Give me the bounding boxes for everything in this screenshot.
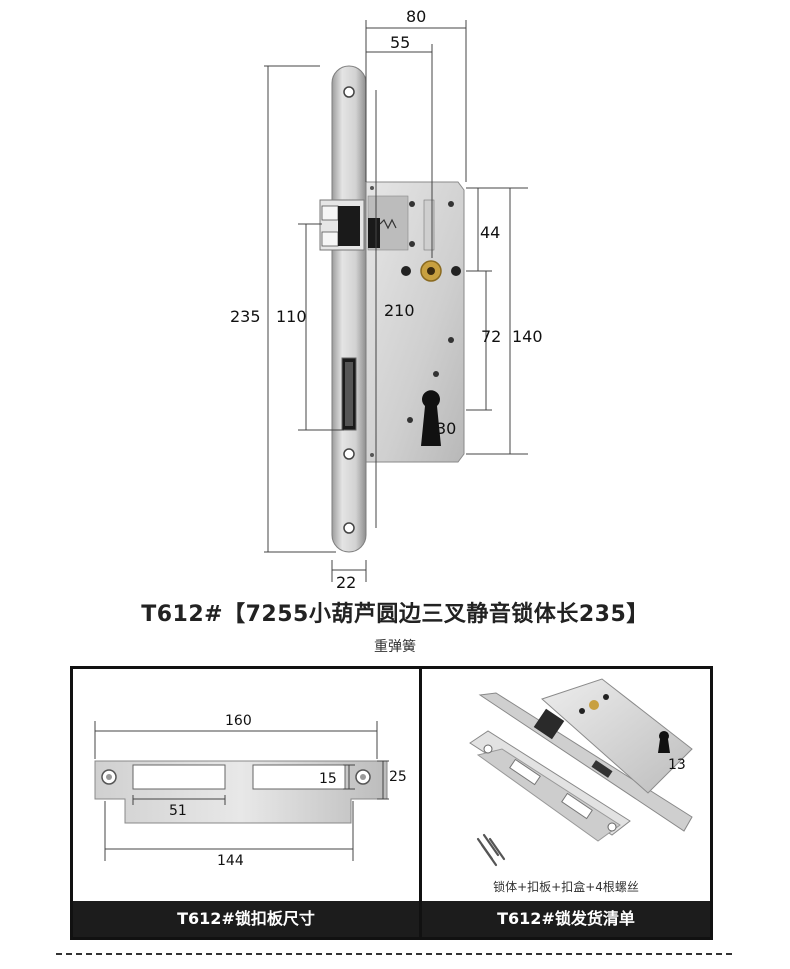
lock-faceplate	[331, 65, 367, 553]
dashed-divider	[56, 953, 732, 955]
package-contents-photo: 13	[469, 678, 693, 867]
package-dim-13: 13	[668, 757, 686, 773]
package-contents-caption: T612#锁发货清单	[422, 901, 710, 937]
package-contents-panel: 13 锁体+扣板+扣盒+4根螺丝 T612#锁发货清单	[419, 666, 713, 940]
dim-top-section: 44	[480, 223, 500, 242]
dimension-lines	[264, 20, 528, 582]
strike-plate	[94, 760, 388, 824]
screws-item	[476, 833, 506, 867]
dim-case-width: 55	[390, 33, 410, 52]
dim-faceplate-length: 235	[230, 307, 261, 326]
lock-body-item	[478, 678, 693, 832]
dim-center-distance: 72	[481, 327, 501, 346]
strike-dim-opening-length: 51	[169, 803, 187, 819]
dimension-labels: 80 55 44 235 110 210 72 140 30 22	[230, 7, 543, 592]
strike-dim-opening-height: 15	[319, 771, 337, 787]
strike-plate-panel: 160 15 25 51 144 T612#锁扣板尺寸	[70, 666, 422, 940]
strike-dim-length-bottom: 144	[217, 853, 244, 869]
strike-plate-item	[469, 730, 631, 842]
latch-bolt	[319, 199, 397, 251]
dim-case-height: 210	[384, 301, 415, 320]
dim-cylinder: 30	[436, 419, 456, 438]
lock-case	[365, 181, 465, 463]
dim-faceplate-width: 22	[336, 573, 356, 592]
dim-case-length: 140	[512, 327, 543, 346]
strike-dim-length-top: 160	[225, 713, 252, 729]
dim-overall-width: 80	[406, 7, 426, 26]
strike-plate-caption: T612#锁扣板尺寸	[73, 901, 419, 937]
page-title: T612#【7255小葫芦圆边三叉静音锁体长235】	[141, 602, 649, 627]
strike-dimension-lines	[94, 721, 389, 861]
dim-latch-height: 110	[276, 307, 307, 326]
lock-dimension-diagram: 80 55 44 235 110 210 72 140 30 22	[230, 7, 543, 592]
strike-plate-diagram: 160 15 25 51 144	[94, 713, 407, 869]
strike-dim-plate-height: 25	[389, 769, 407, 785]
page-subtitle: 重弹簧	[374, 639, 416, 655]
package-contents-text: 锁体+扣板+扣盒+4根螺丝	[493, 880, 639, 894]
